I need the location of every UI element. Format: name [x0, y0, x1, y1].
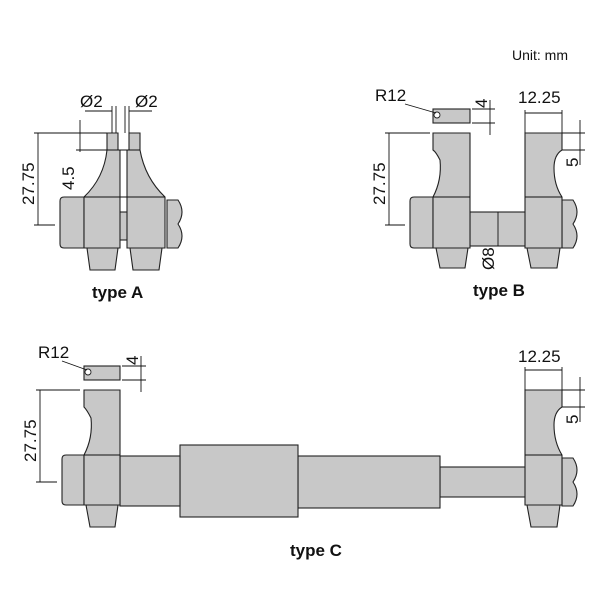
type-c-right-jaw	[524, 389, 563, 506]
type-c-height-dim: 27.75	[21, 419, 40, 462]
type-c-sleeve	[179, 444, 299, 518]
type-c-right-jaw-taper	[526, 504, 561, 528]
type-c-gauge-piece	[83, 365, 121, 381]
type-b-radius-dim: R12	[375, 86, 406, 105]
type-c-left-jaw-taper	[85, 504, 119, 528]
type-c-spindle	[439, 466, 527, 498]
type-a-drawing: Ø2 Ø2 4.5 27.75 type A	[19, 92, 183, 302]
type-c-radius-dim: R12	[38, 343, 69, 362]
type-c-notch-dim: 5	[563, 415, 582, 424]
type-b-frame-block	[409, 196, 434, 249]
type-c-thimble	[297, 455, 441, 509]
type-a-tip-dim-right: Ø2	[135, 92, 158, 111]
type-a-left-jaw	[83, 132, 121, 249]
type-c-drawing: R12 4 12.25 5 27.75 type C	[21, 343, 585, 560]
type-a-height-dim: 27.75	[19, 162, 38, 205]
type-a-right-jaw-taper	[129, 247, 163, 271]
type-c-caption: type C	[290, 541, 342, 560]
type-b-spindle-stub	[561, 199, 578, 249]
type-b-right-jaw	[524, 132, 563, 249]
type-a-frame-block	[59, 196, 85, 249]
type-b-left-jaw-taper	[435, 247, 469, 269]
type-a-caption: type A	[92, 283, 143, 302]
type-c-frame-block	[61, 454, 85, 506]
type-a-spindle-stub	[166, 199, 183, 249]
type-a-right-jaw	[126, 132, 166, 249]
type-b-spindle-dim: Ø8	[479, 247, 498, 270]
type-c-gauge-dim: 4	[123, 356, 142, 365]
type-b-gauge-piece	[432, 108, 471, 124]
type-c-frame	[119, 455, 181, 507]
type-b-left-jaw	[432, 132, 471, 249]
unit-label: Unit: mm	[512, 47, 568, 63]
type-c-width-dim: 12.25	[518, 347, 561, 366]
type-b-drawing: R12 4 12.25 5 27.75 Ø8 type B	[370, 86, 585, 300]
type-b-notch-dim: 5	[563, 158, 582, 167]
type-c-left-jaw	[83, 389, 121, 506]
type-b-gauge-dim: 4	[472, 99, 491, 108]
type-c-spindle-stub	[561, 457, 578, 507]
type-a-tip-dim-left: Ø2	[80, 92, 103, 111]
type-b-width-dim: 12.25	[518, 88, 561, 107]
type-a-tip-height-dim: 4.5	[59, 166, 78, 190]
type-b-right-jaw-taper	[526, 247, 561, 269]
type-a-left-jaw-taper	[86, 247, 119, 271]
type-b-caption: type B	[473, 281, 525, 300]
type-b-height-dim: 27.75	[370, 162, 389, 205]
